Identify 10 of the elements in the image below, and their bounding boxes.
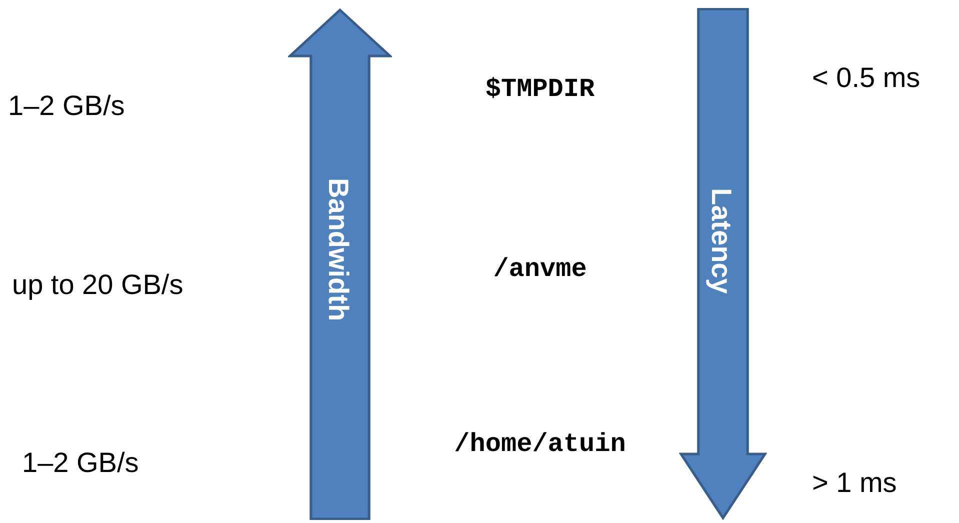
bandwidth-value: 1–2 GB/s (8, 92, 125, 120)
storage-path: /anvme (493, 256, 587, 282)
arrow-label: Latency (707, 188, 735, 294)
latency-value: < 0.5 ms (812, 64, 920, 92)
storage-path: /home/atuin (454, 431, 626, 457)
bandwidth-value: up to 20 GB/s (12, 271, 184, 299)
bandwidth-value: 1–2 GB/s (22, 449, 139, 477)
storage-path: $TMPDIR (485, 76, 595, 102)
arrow-label: Bandwidth (324, 178, 352, 322)
latency-value: > 1 ms (812, 469, 897, 497)
